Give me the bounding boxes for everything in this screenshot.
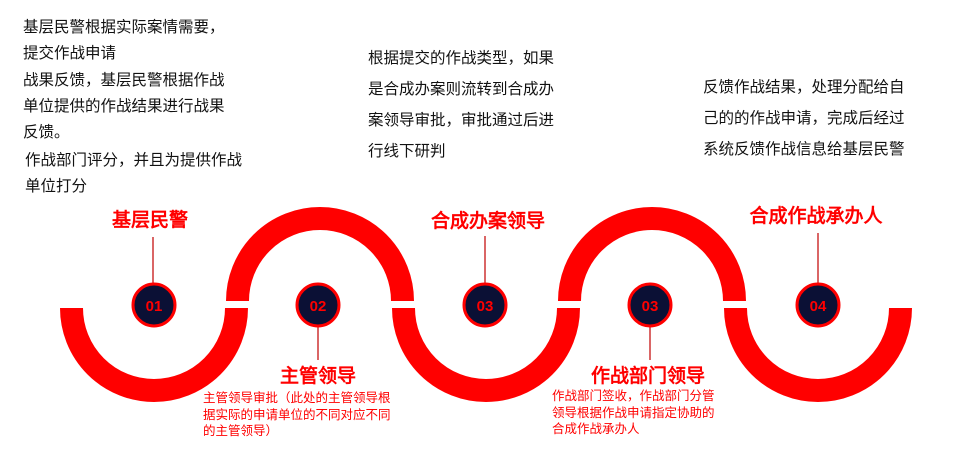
step-number: 04	[810, 298, 827, 315]
step-2-note: 主管领导审批（此处的主管领导根 据实际的申请单位的不同对应不同 的主管领导）	[203, 390, 391, 440]
desc-line: 行线下研判	[368, 142, 446, 160]
wave-segment-upper-1	[226, 207, 414, 302]
step-title: 合成作战承办人	[749, 205, 883, 227]
note-line: 主管领导审批（此处的主管领导根	[203, 390, 391, 405]
desc-line: 反馈。	[23, 123, 70, 141]
right-description: 反馈作战结果，处理分配给自 己的的作战申请，完成后经过 系统反馈作战信息给基层民…	[703, 72, 905, 165]
desc-line: 系统反馈作战信息给基层民警	[703, 140, 905, 158]
desc-line: 己的的作战申请，完成后经过	[703, 109, 905, 127]
desc-line: 基层民警根据实际案情需要，	[23, 18, 225, 36]
step-title: 作战部门领导	[590, 365, 706, 387]
step-title: 基层民警	[111, 209, 189, 231]
step-number: 03	[477, 298, 494, 315]
step-title: 主管领导	[279, 365, 357, 387]
desc-line: 作战部门评分，并且为提供作战	[25, 151, 243, 169]
desc-line: 案领导审批，审批通过后进	[368, 111, 555, 129]
note-line: 合成作战承办人	[552, 421, 640, 436]
desc-line: 提交作战申请	[23, 44, 117, 62]
step-circle-5	[795, 282, 841, 328]
wave-segment-upper-2	[558, 207, 746, 302]
note-line: 作战部门签收，作战部门分管	[552, 388, 715, 403]
step-circle-2	[295, 282, 341, 328]
step-number: 01	[146, 298, 163, 315]
step-circle-1	[131, 282, 177, 328]
desc-line: 单位打分	[25, 177, 88, 195]
step-number: 03	[642, 298, 659, 315]
middle-description: 根据提交的作战类型，如果 是合成办案则流转到合成办 案领导审批，审批通过后进 行…	[368, 43, 554, 167]
note-line: 据实际的申请单位的不同对应不同	[203, 406, 391, 422]
step-4-note: 作战部门签收，作战部门分管 领导根据作战申请指定协助的 合成作战承办人	[552, 388, 715, 438]
desc-line: 是合成办案则流转到合成办	[368, 80, 555, 98]
wave-segment-lower-3	[724, 307, 912, 402]
wave-segment-lower-2	[392, 307, 580, 402]
desc-line: 战果反馈，基层民警根据作战	[23, 71, 225, 89]
step-circle-3	[462, 282, 508, 328]
desc-line: 反馈作战结果，处理分配给自	[703, 78, 905, 96]
note-line: 的主管领导）	[203, 423, 279, 438]
step-circle-4	[627, 282, 673, 328]
wave-segment-lower-1	[60, 307, 248, 402]
desc-line: 单位提供的作战结果进行战果	[23, 97, 225, 115]
desc-line: 根据提交的作战类型，如果	[368, 49, 555, 67]
note-line: 领导根据作战申请指定协助的	[552, 404, 715, 420]
step-title: 合成办案领导	[430, 210, 546, 232]
left-description: 基层民警根据实际案情需要， 提交作战申请 战果反馈，基层民警根据作战 单位提供的…	[23, 14, 242, 199]
step-number: 02	[310, 298, 327, 315]
